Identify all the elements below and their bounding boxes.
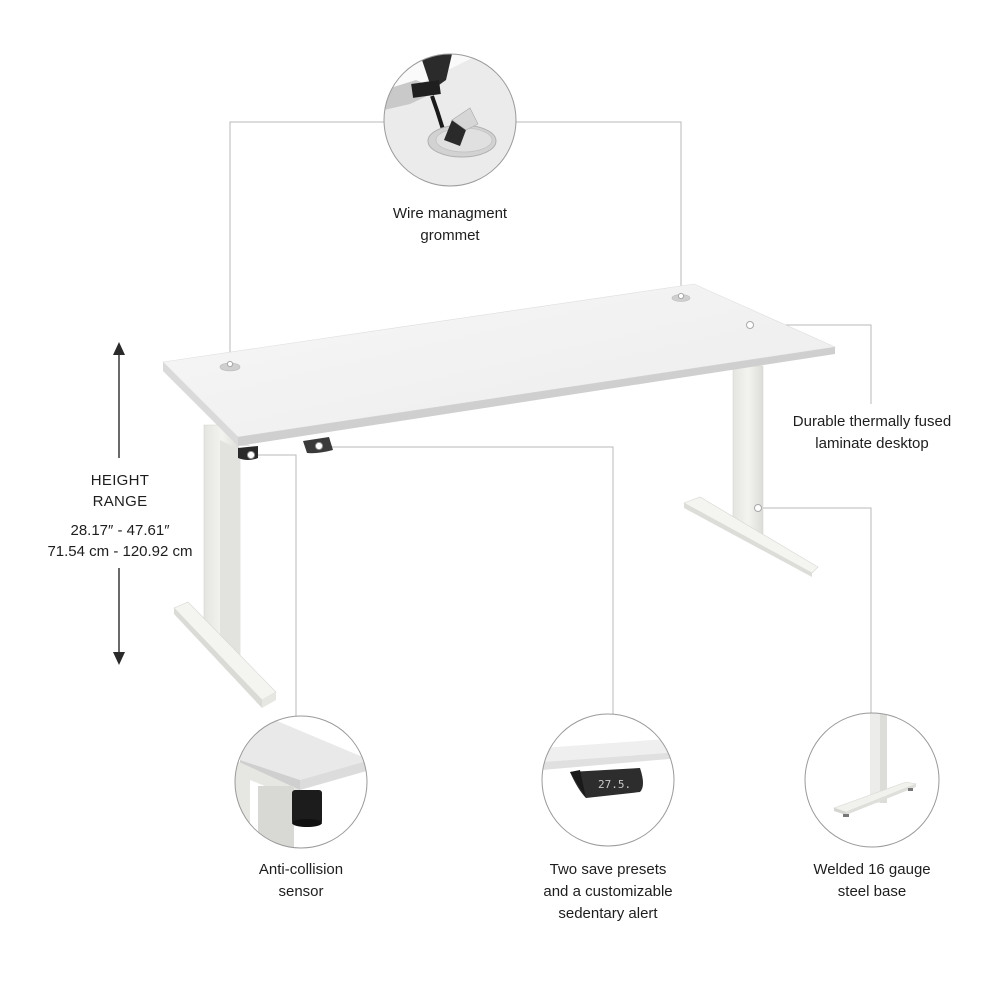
height-range-cm: 71.54 cm - 120.92 cm — [47, 543, 193, 560]
callout-grommet-label: Wire managment grommet — [392, 205, 508, 244]
leader-line-sensor — [252, 454, 297, 716]
height-range-values: 28.17″ - 47.61″ 71.54 cm - 120.92 cm — [20, 520, 220, 562]
left-leg — [173, 424, 277, 708]
leader-line-laminate — [752, 324, 872, 404]
grommet-inset — [383, 53, 517, 187]
steel-base-inset — [804, 712, 940, 848]
callout-laminate-label: Durable thermally fused laminate desktop — [792, 413, 952, 452]
callout-presets-label: Two save presets and a customizable sede… — [543, 861, 673, 922]
control-pad — [303, 437, 333, 454]
leader-line-presets — [320, 446, 614, 714]
sensor-inset — [234, 715, 368, 849]
callout-sensor-label: Anti-collision sensor — [258, 861, 344, 900]
steel-base-marker — [754, 504, 762, 512]
right-leg — [683, 365, 819, 577]
height-range-inches: 28.17″ - 47.61″ — [70, 522, 170, 539]
anti-collision-sensor — [238, 446, 258, 460]
leader-line-steel-base — [759, 507, 872, 713]
height-range-block: HEIGHT RANGE 28.17″ - 47.61″ 71.54 cm - … — [20, 470, 220, 562]
leader-line-grommet-right — [516, 121, 682, 296]
desktop — [162, 283, 837, 446]
leader-lines — [229, 121, 872, 716]
height-range-title: HEIGHT RANGE — [90, 472, 150, 510]
height-arrow-icon — [113, 342, 125, 665]
callout-steel-base-label: Welded 16 gauge steel base — [813, 861, 931, 900]
control-pad-display-text: 27.5. — [598, 778, 631, 791]
leader-line-grommet-left — [229, 121, 384, 364]
laminate-marker — [746, 321, 754, 329]
control-pad-inset: 27.5. — [541, 713, 675, 847]
